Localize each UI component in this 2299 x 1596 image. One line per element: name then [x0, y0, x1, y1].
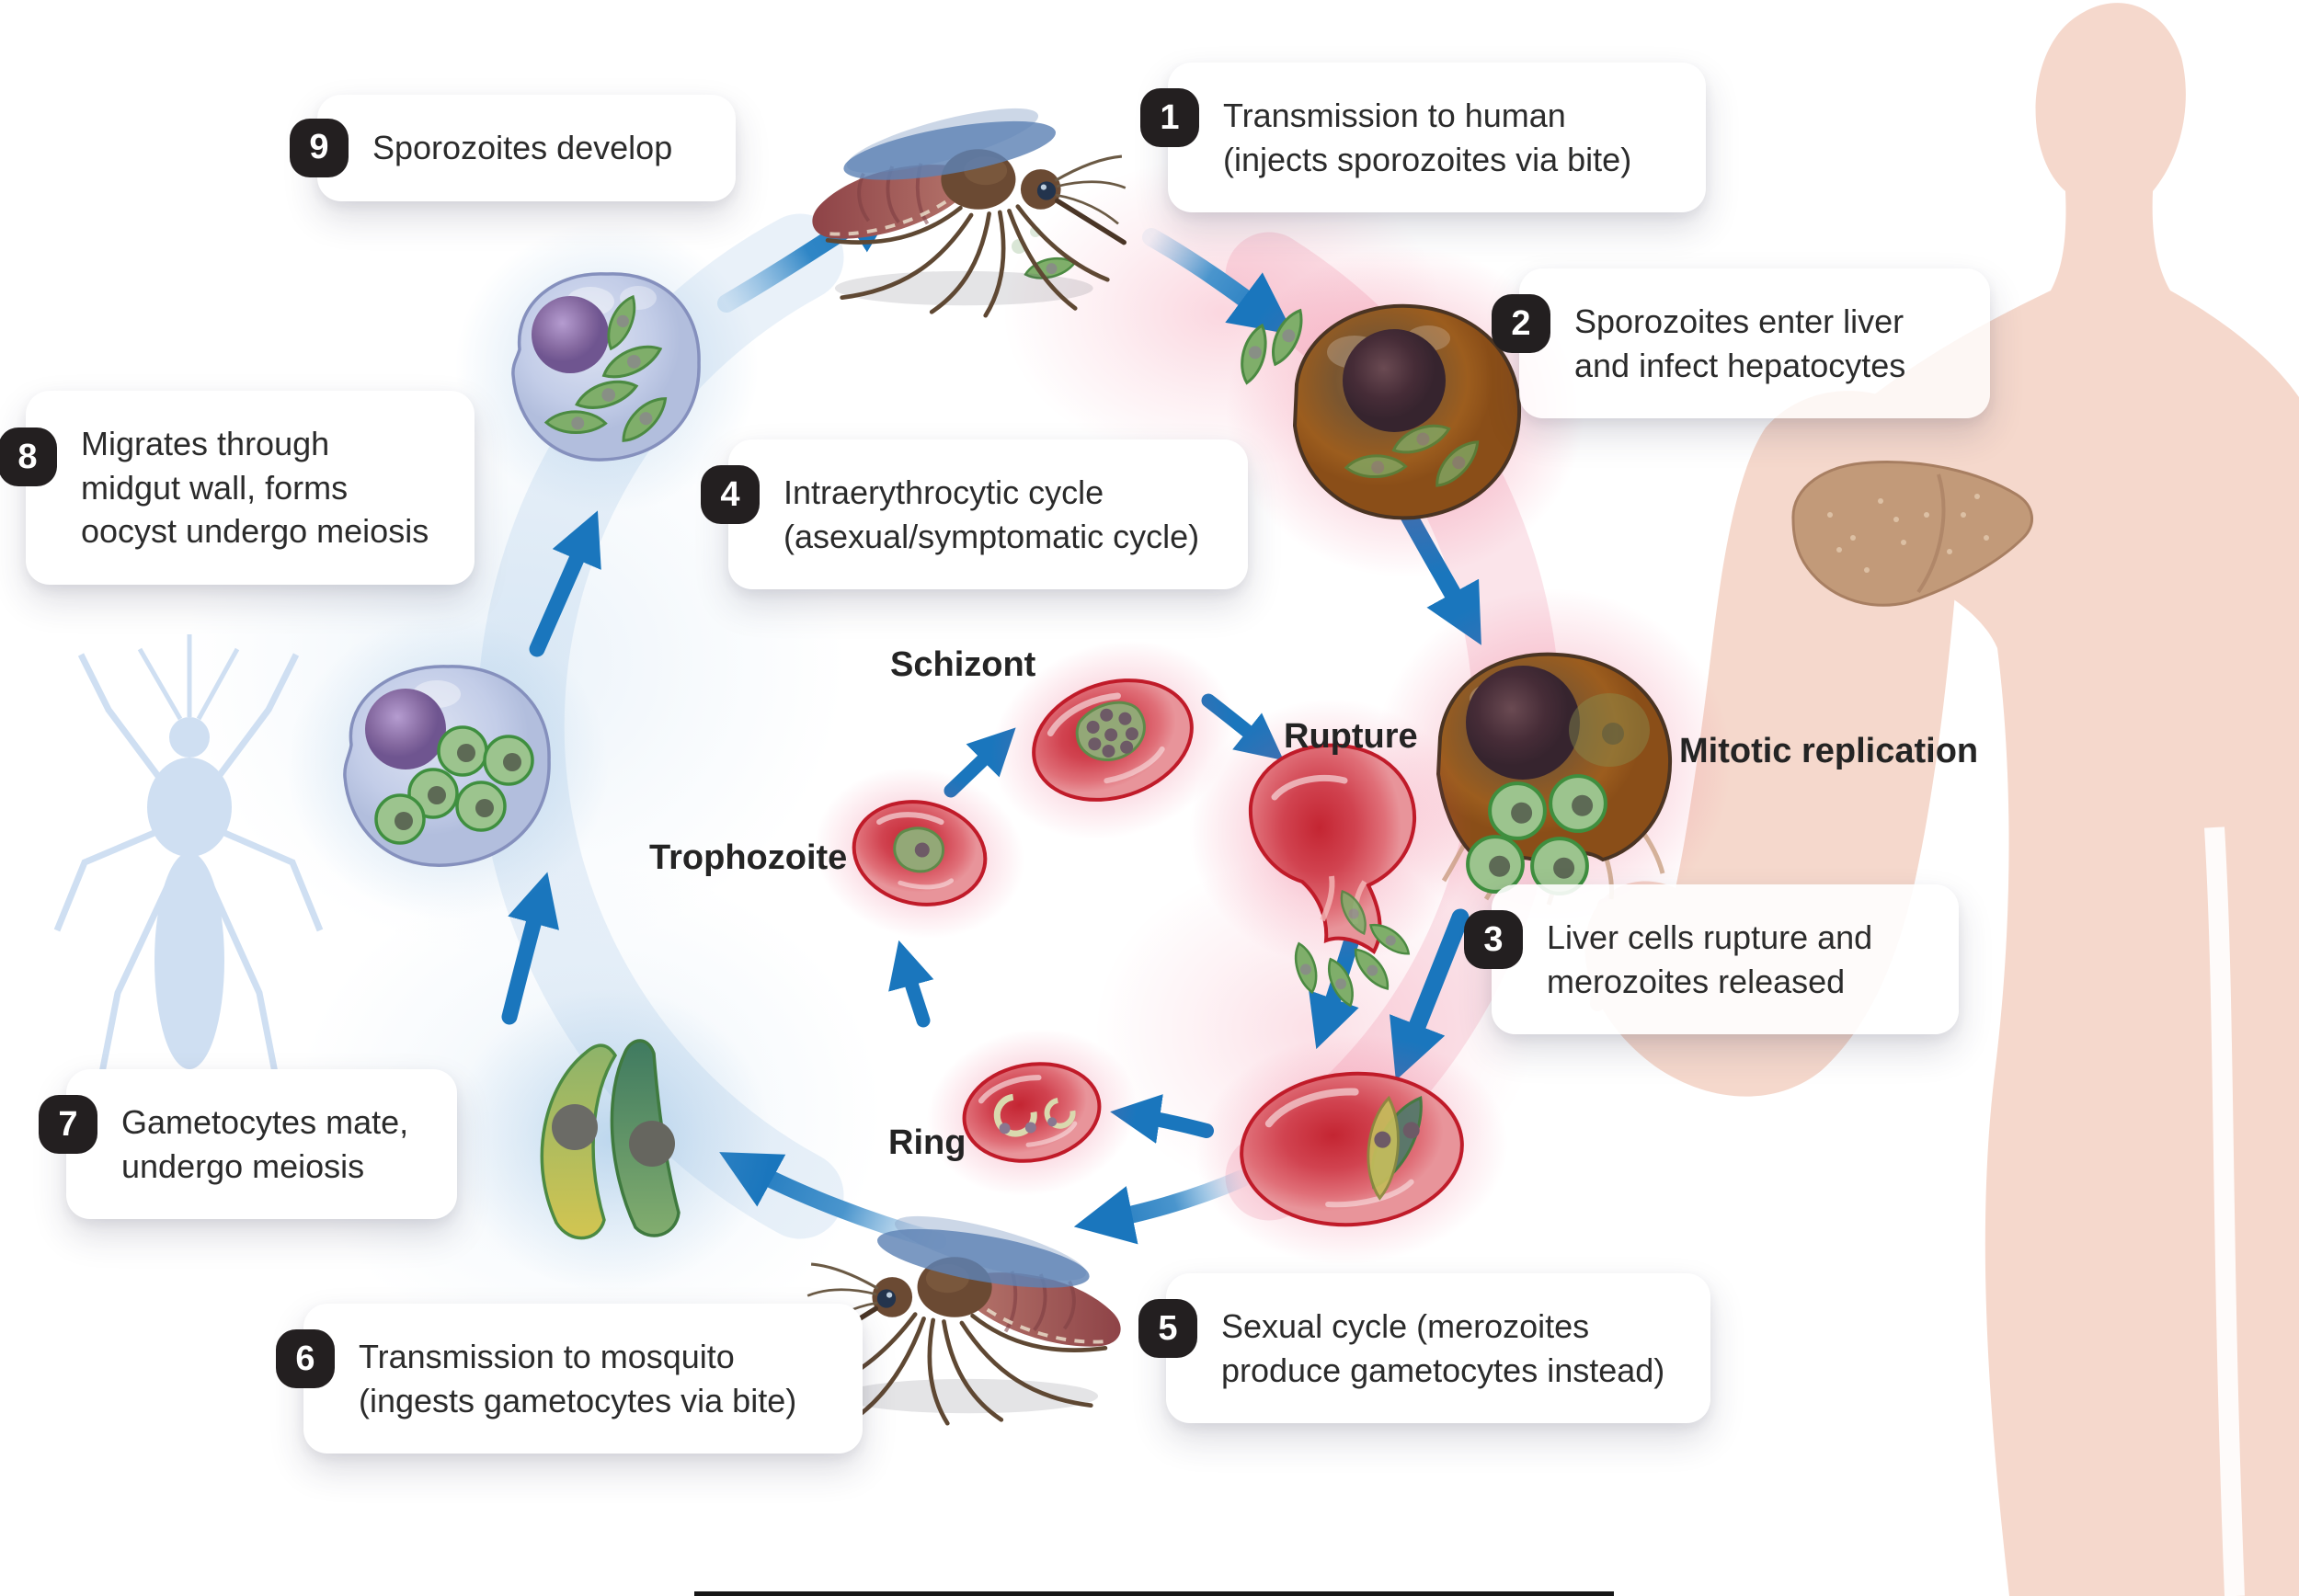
callout-3: 3 Liver cells rupture and merozoites rel… [1464, 884, 1959, 1035]
callout-5: 5 Sexual cycle (merozoites produce gamet… [1138, 1273, 1710, 1424]
callout-4: 4 Intraerythrocytic cycle (asexual/sympt… [701, 439, 1248, 590]
schizont-rbc [990, 640, 1235, 840]
mosquito-silhouette-icon [53, 634, 324, 1088]
callout-9: 9 Sporozoites develop [290, 95, 736, 201]
rupture-rbc [1189, 699, 1474, 1009]
callout-2-badge: 2 [1492, 294, 1550, 353]
liver-icon [1791, 461, 2033, 607]
ring-rbc [926, 1029, 1138, 1196]
callout-7-text: Gametocytes mate, undergo meiosis [121, 1103, 409, 1185]
oocyst-sporozoites-cell [455, 222, 759, 513]
bottom-rule [694, 1591, 1614, 1596]
callout-1: 1 Transmission to human (injects sporozo… [1140, 63, 1706, 213]
label-mitotic-replication: Mitotic replication [1679, 732, 1979, 770]
arrow-gametocytes-up [501, 872, 559, 1025]
arrow-ring-to-trophozoite [888, 940, 934, 1028]
callout-6-badge: 6 [276, 1329, 335, 1388]
gametocytes-pair [451, 988, 772, 1292]
callout-9-text: Sporozoites develop [372, 129, 673, 166]
label-schizont: Schizont [890, 645, 1036, 684]
callout-9-badge: 9 [290, 118, 349, 177]
callout-8-badge: 8 [0, 428, 57, 486]
callout-7-badge: 7 [39, 1095, 97, 1154]
callout-1-badge: 1 [1140, 88, 1199, 147]
callout-1-text: Transmission to human (injects sporozoit… [1223, 97, 1632, 178]
callout-4-text: Intraerythrocytic cycle (asexual/symptom… [783, 473, 1200, 555]
label-rupture: Rupture [1284, 717, 1418, 756]
gametocyte-rbc [1195, 1033, 1508, 1265]
arrow-oocyst-up [529, 510, 601, 657]
callout-5-text: Sexual cycle (merozoites produce gametoc… [1221, 1307, 1665, 1389]
callout-4-badge: 4 [701, 465, 760, 524]
callout-8: 8 Migrates through midgut wall, forms oo… [0, 391, 475, 585]
callout-3-badge: 3 [1464, 910, 1523, 969]
trophozoite-rbc [814, 767, 1025, 940]
oocyst-meiosis-cell [287, 616, 609, 919]
label-trophozoite: Trophozoite [649, 838, 848, 877]
callout-7: 7 Gametocytes mate, undergo meiosis [39, 1069, 457, 1220]
callout-6-text: Transmission to mosquito (ingests gameto… [359, 1338, 797, 1419]
callout-6: 6 Transmission to mosquito (ingests game… [276, 1304, 863, 1454]
callout-5-badge: 5 [1138, 1299, 1197, 1358]
callout-2-text: Sporozoites enter liver and infect hepat… [1574, 302, 1906, 384]
callout-2: 2 Sporozoites enter liver and infect hep… [1492, 268, 1990, 419]
callout-8-text: Migrates through midgut wall, forms oocy… [81, 425, 429, 551]
label-ring: Ring [888, 1123, 966, 1162]
callout-3-text: Liver cells rupture and merozoites relea… [1547, 918, 1873, 1000]
